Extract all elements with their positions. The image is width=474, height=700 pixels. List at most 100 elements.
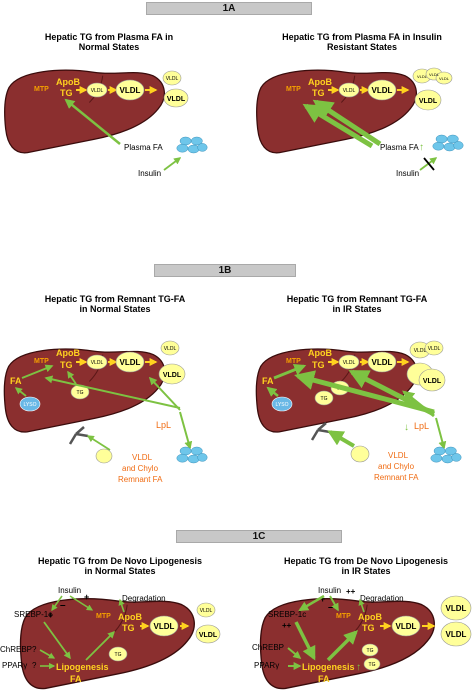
tg-label: TG <box>60 360 73 370</box>
panel-1c-left: Insulin Degradation + – SREBP-1c + MTP A… <box>0 586 221 690</box>
liver-1a-left <box>4 69 166 154</box>
tg-droplet <box>108 646 128 662</box>
arrow-chrebp <box>39 649 56 659</box>
adipose-cloud <box>176 446 208 464</box>
mtp-label: MTP <box>286 358 301 365</box>
vldl-plasma-1 <box>196 602 216 618</box>
vldl-particle-small <box>86 354 108 370</box>
section-label-1b: 1B <box>218 265 232 276</box>
vldl-particle-large <box>115 79 145 101</box>
arrow-lpl-uptake-2 <box>348 369 436 417</box>
arrow-insulin-liver <box>329 595 339 612</box>
lipogenesis-fa-label: FA <box>70 674 82 684</box>
apob-label: ApoB <box>56 348 80 358</box>
plasma-fa-label: Plasma FA <box>124 143 163 152</box>
remnant-particle <box>95 448 113 464</box>
insulin-label: Insulin <box>396 169 419 178</box>
ppar-label: PPARγ <box>2 661 27 670</box>
svg-text:TG: TG <box>77 390 84 396</box>
arrow-insulin-liver <box>69 595 94 611</box>
vldl-large-label: VLDL <box>120 86 141 95</box>
lyso-label: LYSO <box>24 402 37 408</box>
svg-text:VLDL: VLDL <box>446 604 467 613</box>
svg-text:VLDL: VLDL <box>91 360 104 366</box>
fa-label: FA <box>262 376 274 386</box>
adipose-cloud <box>176 136 208 154</box>
lyso-organelle <box>271 396 293 412</box>
vldl-particle-small <box>86 82 108 98</box>
vldl-plasma-2-label: VLDL <box>167 96 186 103</box>
svg-text:TG: TG <box>369 662 376 668</box>
mtp-label: MTP <box>96 613 111 620</box>
arrow-remnant <box>327 430 356 448</box>
remnant-label-1: VLDL <box>388 451 409 460</box>
arrow-plasma-fa <box>64 98 121 145</box>
vldl-particle-large <box>115 351 145 373</box>
svg-text:VLDL: VLDL <box>428 346 441 352</box>
vldl-plasma-2 <box>414 89 442 111</box>
lipogenesis-label: Lipogenesis <box>302 662 355 672</box>
adipose-cloud <box>430 446 462 464</box>
degradation-label: Degradation <box>360 594 404 603</box>
tg-droplet-1 <box>361 643 379 657</box>
svg-text:VLDL: VLDL <box>429 72 440 77</box>
section-bar-1c: 1C <box>176 530 342 543</box>
lipogenesis-label: Lipogenesis <box>56 662 109 672</box>
insulin-block-icon <box>423 157 435 171</box>
apob-label: ApoB <box>358 612 382 622</box>
insulin-label: Insulin <box>58 586 81 595</box>
vldl-plasma-2 <box>158 363 186 385</box>
panel-1a-left: MTP ApoB TG VLDL VLDL VLDL VLDL Plasma F… <box>4 69 208 178</box>
receptor-icon <box>68 426 89 445</box>
section-bar-1b: 1B <box>154 264 296 277</box>
svg-text:VLDL: VLDL <box>372 358 393 367</box>
remnant-label-3: Remnant FA <box>374 473 419 482</box>
arrow-lpl-uptake-1 <box>44 375 181 409</box>
vldl-particle-small <box>338 354 360 370</box>
vldl-plasma-cluster: VLDL VLDL VLDL <box>406 340 446 392</box>
arrow-srebp-lipo <box>294 621 316 661</box>
arrow-chrebp <box>287 647 302 660</box>
arrow-lyso-to-fa <box>266 386 279 397</box>
question-mark: ? <box>32 645 37 654</box>
vldl-plasma-2-label: VLDL <box>419 98 438 105</box>
arrow-insulin <box>163 157 182 171</box>
remnant-label-3: Remnant FA <box>118 475 163 484</box>
minus-sign: – <box>60 600 66 611</box>
chrebp-label: ChREBP <box>252 643 284 652</box>
lpl-down-icon: ↓ <box>404 422 409 433</box>
tg-droplet-2 <box>363 657 381 671</box>
arrow-insulin-srebp <box>298 594 325 612</box>
svg-text:VLDL: VLDL <box>199 632 218 639</box>
receptor-icon <box>310 422 331 441</box>
chrebp-label: ChREBP <box>0 645 32 654</box>
svg-text:VLDL: VLDL <box>417 74 428 79</box>
svg-text:VLDL: VLDL <box>120 358 141 367</box>
vldl-plasma-1 <box>160 340 180 356</box>
panel-1b-left: MTP ApoB TG VLDL VLDL VLDL VLDL FA LYSO … <box>3 340 208 484</box>
lyso-organelle <box>19 396 41 412</box>
liver-1a-right <box>256 69 418 154</box>
tg-droplet-1 <box>314 390 334 406</box>
plasma-fa-label: Plasma FA <box>380 143 419 152</box>
svg-text:VLDL: VLDL <box>446 630 467 639</box>
arrow-lpl-uptake-1 <box>294 370 435 415</box>
adipose-cloud <box>432 134 464 152</box>
vldl-particle-small <box>338 82 360 98</box>
vldl-small-label: VLDL <box>91 88 104 94</box>
apob-label: ApoB <box>56 77 80 87</box>
tg-label: TG <box>362 623 375 633</box>
apob-label: ApoB <box>308 77 332 87</box>
arrow-lpl-uptake-2 <box>148 376 181 411</box>
mtp-label: MTP <box>336 613 351 620</box>
svg-text:VLDL: VLDL <box>423 378 442 385</box>
section-label-1c: 1C <box>252 531 266 542</box>
section-label-1a: 1A <box>222 3 236 14</box>
vldl-plasma-2 <box>195 624 221 644</box>
panel-1b-right: MTP ApoB TG VLDL VLDL VLDL VLDL VLDL FA … <box>255 340 462 482</box>
remnant-label-2: and Chylo <box>122 464 159 473</box>
